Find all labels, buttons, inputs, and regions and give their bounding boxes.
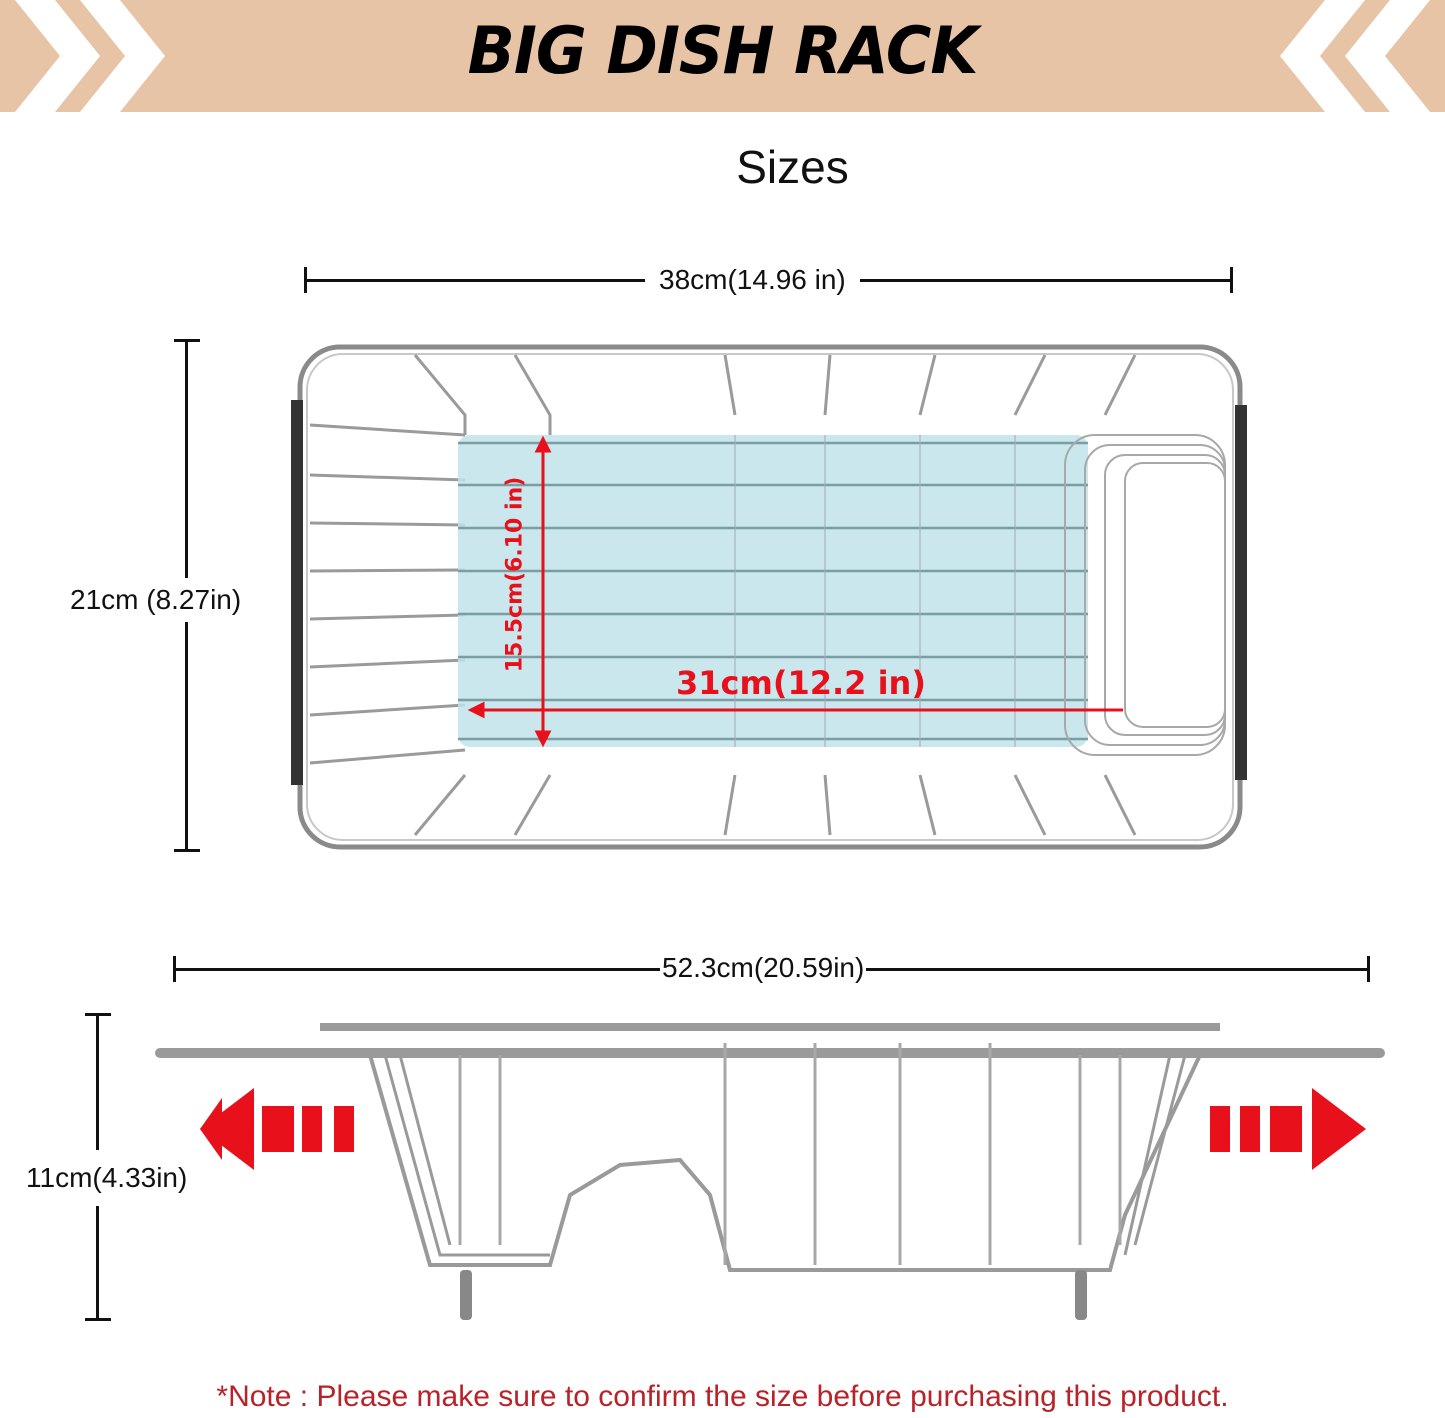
dish-rack-top-view-image [291,344,1247,850]
dimension-cap [174,849,200,852]
height-label: 21cm (8.27in) [70,578,242,622]
arrow-left-icon [200,1088,354,1170]
dish-rack-side-view-image [155,1023,1385,1320]
header-banner [0,0,1445,112]
chevron-decoration-icon [15,0,1430,112]
dimension-cap [85,1013,111,1016]
width-label: 38cm(14.96 in) [645,264,860,296]
dimension-cap [1367,956,1370,982]
arrow-right-icon [1210,1088,1366,1170]
dimension-cap [174,339,200,342]
inner-width-label: 31cm(12.2 in) [676,664,926,702]
dimension-cap [85,1318,111,1321]
page-title: BIG DISH RACK [467,12,979,89]
dimension-cap [304,267,307,293]
dimension-cap [1230,267,1233,293]
inner-height-label: 15.5cm(6.10 in) [502,476,528,673]
side-height-label: 11cm(4.33in) [26,1150,188,1206]
dimension-cap [173,956,176,982]
section-subtitle: Sizes [736,141,849,193]
size-note: *Note : Please make sure to confirm the … [216,1380,1229,1413]
extended-width-label: 52.3cm(20.59in) [660,952,867,984]
